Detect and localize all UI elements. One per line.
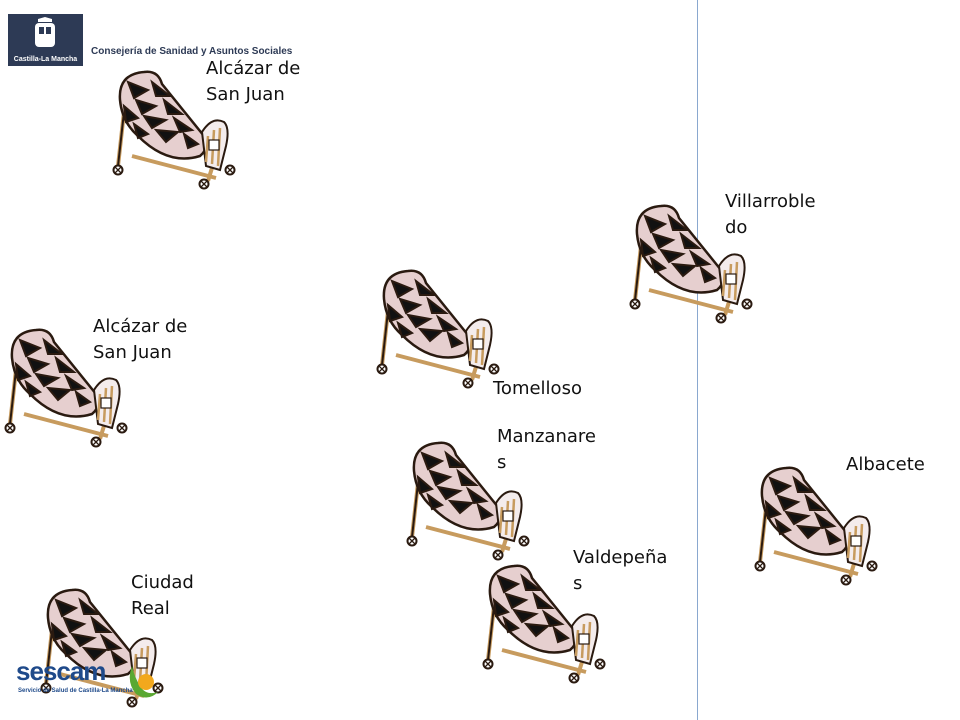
hospital-bed-icon	[750, 462, 880, 587]
organization-name: Consejería de Sanidad y Asuntos Sociales	[91, 46, 293, 57]
sescam-logo: sescam Servicio de Salud de Castilla-La …	[14, 656, 164, 716]
bed-label: Alcázar de San Juan	[206, 58, 301, 105]
bed-label: Albacete	[846, 454, 925, 475]
bed-label: Ciudad Real	[131, 572, 194, 619]
logo-text: Castilla-La Mancha	[13, 56, 78, 63]
sescam-subtitle: Servicio de Salud de Castilla-La Mancha	[18, 688, 133, 694]
bed-label: Tomelloso	[493, 378, 582, 399]
divider-line	[697, 0, 698, 720]
hospital-bed-icon	[372, 265, 502, 390]
sescam-wordmark: sescam	[16, 656, 106, 686]
bed-label: Alcázar de San Juan	[93, 316, 188, 363]
coat-of-arms-icon	[35, 17, 55, 47]
sescam-emblem-icon	[129, 666, 158, 698]
bed-label: Valdepeña s	[573, 547, 668, 594]
bed-label: Villarroble do	[725, 191, 816, 238]
bed-label: Manzanare s	[497, 426, 596, 473]
castilla-la-mancha-logo: Castilla-La Mancha	[8, 14, 83, 66]
